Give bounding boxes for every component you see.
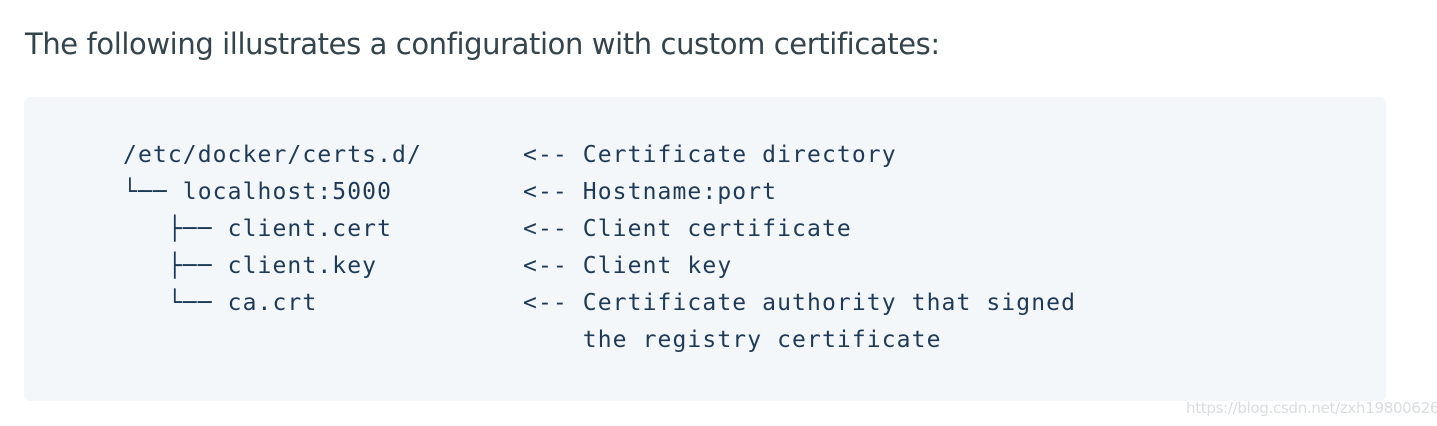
tree-path: ├── client.cert	[123, 216, 393, 242]
code-block: /etc/docker/certs.d/ <-- Certificate dire…	[24, 97, 1386, 401]
code-line: └── ca.crt <-- Certificate authority that…	[123, 285, 1076, 322]
code-line: └── localhost:5000 <-- Hostname:port	[123, 174, 1076, 211]
code-comment: <-- Certificate directory	[523, 142, 897, 168]
code-comment: <-- Client key	[523, 253, 733, 279]
intro-paragraph: The following illustrates a configuratio…	[25, 27, 940, 61]
tree-path: /etc/docker/certs.d/	[123, 142, 422, 168]
code-line: the registry certificate	[123, 322, 1076, 359]
tree-path: ├── client.key	[123, 253, 378, 279]
watermark: https://blog.csdn.net/zxh19800626	[1186, 399, 1437, 417]
code-comment: <-- Certificate authority that signed	[523, 290, 1077, 316]
code-line: ├── client.key <-- Client key	[123, 248, 1076, 285]
code-line: /etc/docker/certs.d/ <-- Certificate dire…	[123, 137, 1076, 174]
tree-path: └── ca.crt	[123, 290, 318, 316]
tree-path: └── localhost:5000	[123, 179, 393, 205]
code-comment: <-- Client certificate	[523, 216, 852, 242]
code-comment: the registry certificate	[523, 327, 942, 353]
code-listing: /etc/docker/certs.d/ <-- Certificate dire…	[123, 137, 1076, 359]
code-line: ├── client.cert <-- Client certificate	[123, 211, 1076, 248]
code-comment: <-- Hostname:port	[523, 179, 778, 205]
